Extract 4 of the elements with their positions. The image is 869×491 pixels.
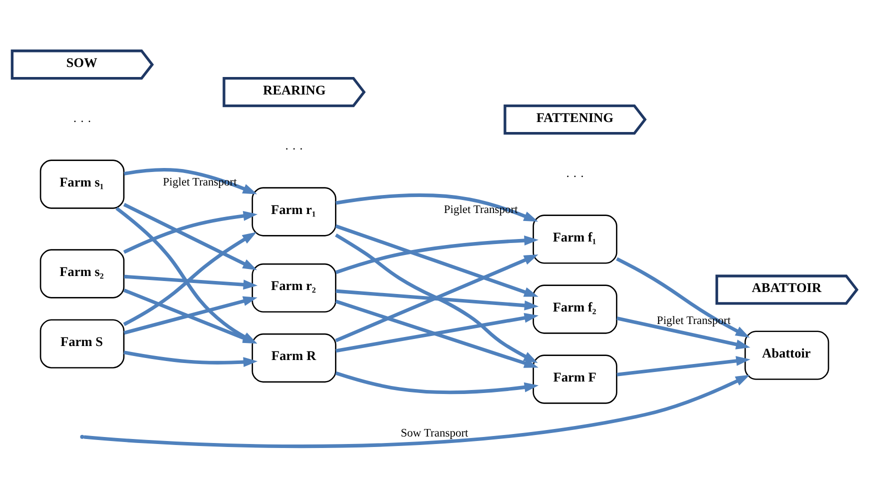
label: · · ·	[72, 114, 92, 128]
label: · · ·	[284, 141, 304, 156]
label: · · ·	[566, 168, 584, 183]
edge-label: Sow Transport	[400, 426, 468, 439]
